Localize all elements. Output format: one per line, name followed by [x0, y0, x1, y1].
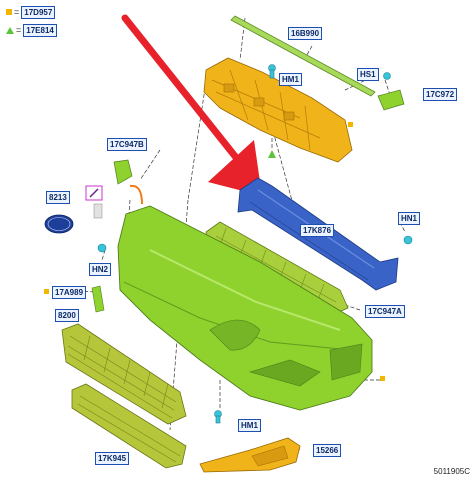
legend-equals: =	[14, 6, 20, 17]
callout-8200[interactable]: 8200	[55, 309, 79, 322]
triangle-marker-icon	[6, 26, 14, 34]
callout-hm1-top[interactable]: HM1	[279, 73, 302, 86]
callout-hn1[interactable]: HN1	[398, 212, 421, 225]
legend-equals: =	[16, 24, 22, 35]
square-marker-icon	[380, 376, 385, 381]
square-marker-icon	[348, 122, 353, 127]
callout-16b990[interactable]: 16B990	[288, 27, 323, 40]
bracket-17a989[interactable]	[91, 285, 105, 313]
callout-17c972[interactable]: 17C972	[423, 88, 458, 101]
callout-8213[interactable]: 8213	[46, 191, 70, 204]
bumper-cover[interactable]	[117, 205, 373, 411]
square-marker-icon	[6, 9, 12, 15]
lower-grille[interactable]	[71, 383, 187, 469]
callout-15266[interactable]: 15266	[313, 444, 342, 457]
seal-strip[interactable]	[230, 15, 376, 97]
callout-hm1-bottom[interactable]: HM1	[238, 419, 261, 432]
upper-grille[interactable]	[61, 323, 187, 425]
bracket-left-upper[interactable]	[113, 159, 133, 185]
legend-row-triangle: = 17E814	[6, 23, 57, 37]
legend-row-square: = 17D957	[6, 5, 56, 19]
fasteners[interactable]	[97, 64, 413, 424]
wiring-strip	[129, 184, 143, 205]
emblem-icon[interactable]	[44, 214, 74, 234]
legend-code-17d957[interactable]: 17D957	[21, 5, 56, 19]
callout-17a989[interactable]: 17A989	[52, 286, 87, 299]
triangle-marker-icon	[268, 150, 276, 158]
callout-17k945[interactable]: 17K945	[95, 452, 130, 465]
label-tag-icon	[93, 203, 103, 219]
fog-lamp-bezel[interactable]	[199, 437, 301, 473]
callout-hn2[interactable]: HN2	[89, 263, 112, 276]
callout-hs1[interactable]: HS1	[357, 68, 379, 81]
callout-17k876[interactable]: 17K876	[300, 224, 335, 237]
bracket-right[interactable]	[377, 89, 405, 111]
square-marker-icon	[44, 289, 49, 294]
figure-id: 5011905C	[433, 467, 470, 476]
callout-17c947b[interactable]: 17C947B	[107, 138, 147, 151]
energy-absorber[interactable]	[203, 57, 353, 163]
legend-code-17e814[interactable]: 17E814	[23, 23, 57, 37]
callout-17c947a[interactable]: 17C947A	[365, 305, 405, 318]
pointer-arrow	[121, 14, 262, 196]
